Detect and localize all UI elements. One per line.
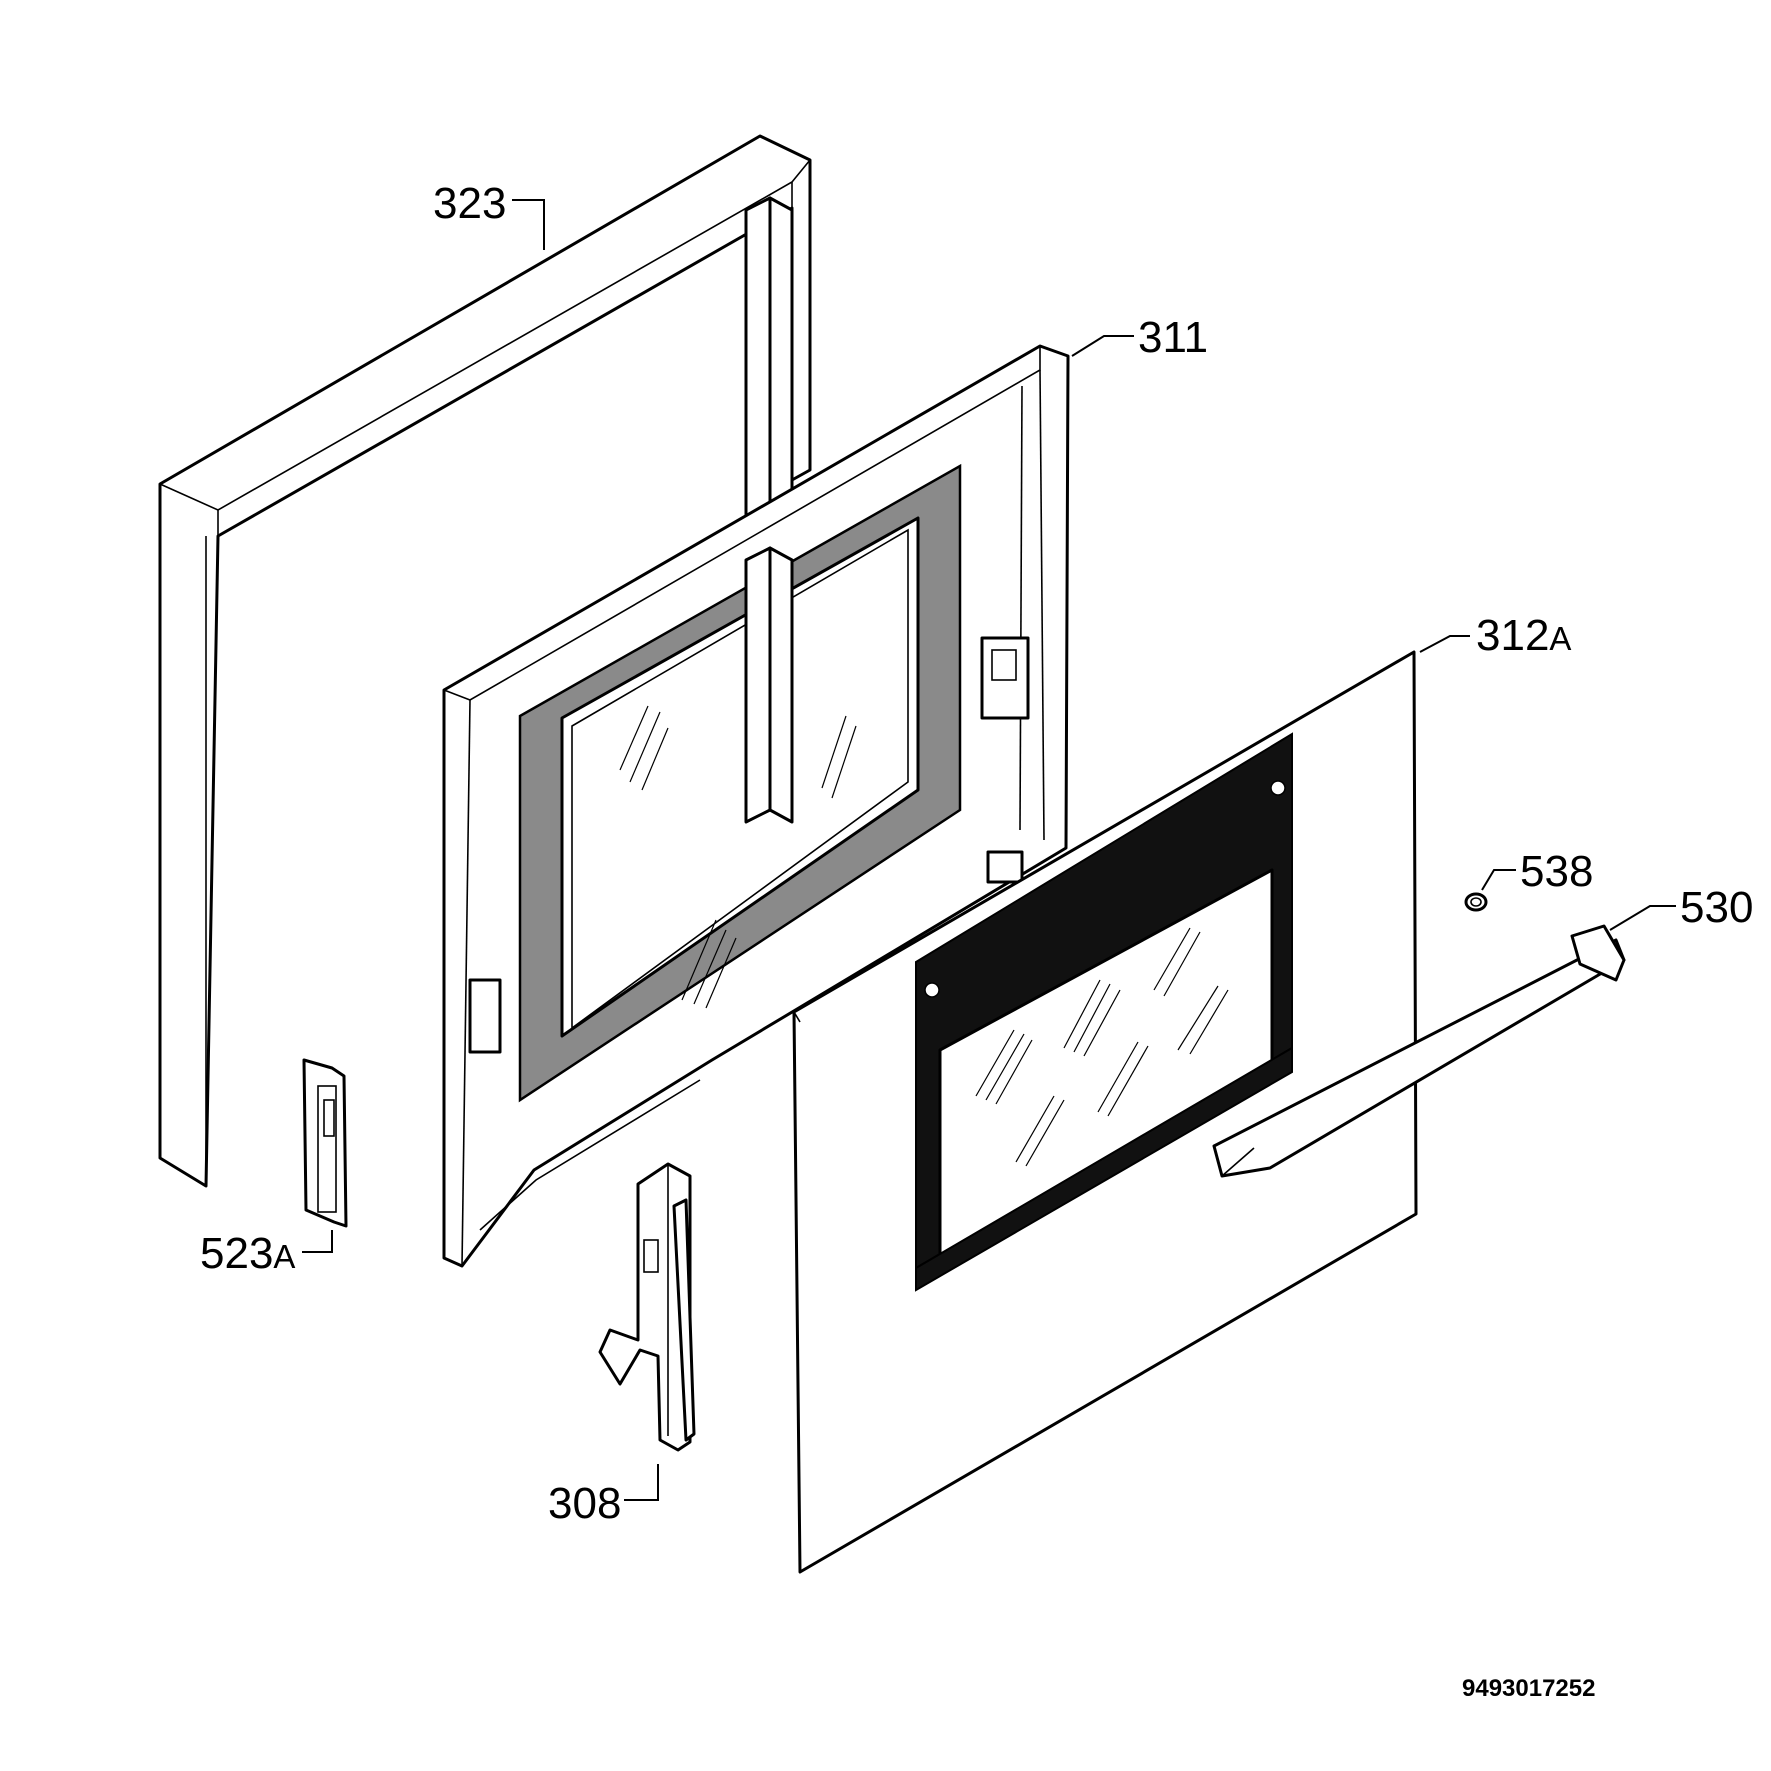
label-538: 538: [1520, 847, 1593, 896]
part-523a-hinge-bracket: [302, 1058, 348, 1228]
part-308-hinge: [598, 1162, 696, 1452]
label-312a: 312A: [1476, 611, 1571, 660]
label-523a: 523A: [200, 1229, 295, 1278]
label-308: 308: [548, 1479, 621, 1528]
leader-lines: [302, 199, 1676, 1501]
frame-strip-foreground: [744, 546, 794, 824]
part-312a-outer-glass: [792, 650, 1418, 1574]
part-labels: 323 311 312A 538 530 523A 308 9493017252: [200, 179, 1753, 1702]
drawing-number: 9493017252: [1462, 1675, 1595, 1702]
label-323: 323: [433, 179, 506, 228]
part-538-screw-cap: [1464, 892, 1488, 912]
label-530: 530: [1680, 883, 1753, 932]
label-311: 311: [1138, 313, 1208, 362]
glass-pattern-marks: [975, 927, 1229, 1167]
glass-reflection-marks: [619, 705, 857, 1009]
part-530-handle: [1212, 924, 1626, 1178]
